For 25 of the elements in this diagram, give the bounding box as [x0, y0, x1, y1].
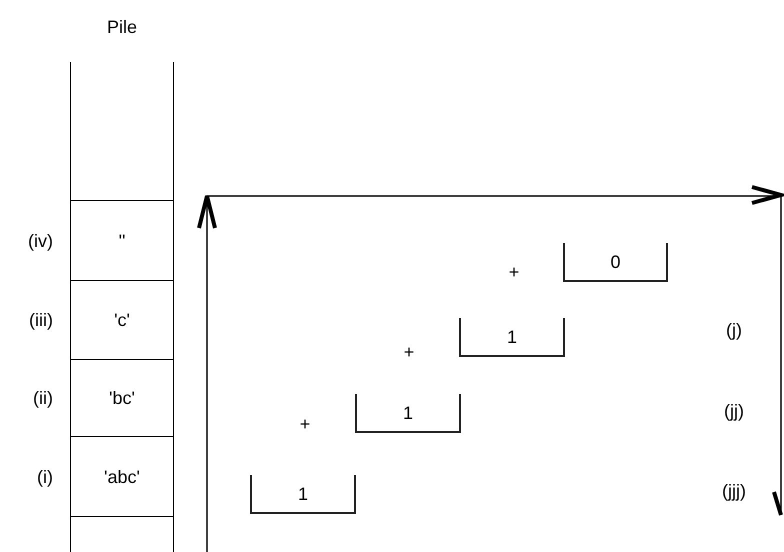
step-label: (i)	[37, 468, 53, 486]
column-heading: Pile	[106, 18, 138, 36]
plus-sign: +	[508, 263, 520, 281]
step-label: (iii)	[29, 311, 53, 329]
digit-value: 1	[506, 328, 517, 346]
open-bracket-box	[563, 243, 668, 282]
cell-value: 'abc'	[104, 468, 140, 486]
digit-value: 1	[298, 484, 308, 502]
plus-sign: +	[300, 415, 310, 433]
empty-stack-cell	[70, 62, 174, 200]
open-bracket-box	[250, 475, 356, 514]
step-label: (iv)	[28, 232, 53, 250]
digit-value: 0	[610, 252, 620, 270]
step-label: (jj)	[724, 402, 744, 420]
step-label: (j)	[726, 321, 742, 339]
cell-value: ''	[118, 232, 126, 250]
digit-value: 1	[402, 404, 413, 422]
cell-value: 'c'	[114, 311, 130, 329]
cell-value: 'bc'	[109, 389, 135, 407]
step-label: (jjj)	[722, 482, 746, 500]
open-bracket-box	[355, 394, 461, 433]
open-bracket-box	[459, 318, 565, 357]
empty-stack-cell	[70, 516, 174, 552]
plus-sign: +	[404, 343, 414, 361]
step-label: (ii)	[33, 389, 53, 407]
